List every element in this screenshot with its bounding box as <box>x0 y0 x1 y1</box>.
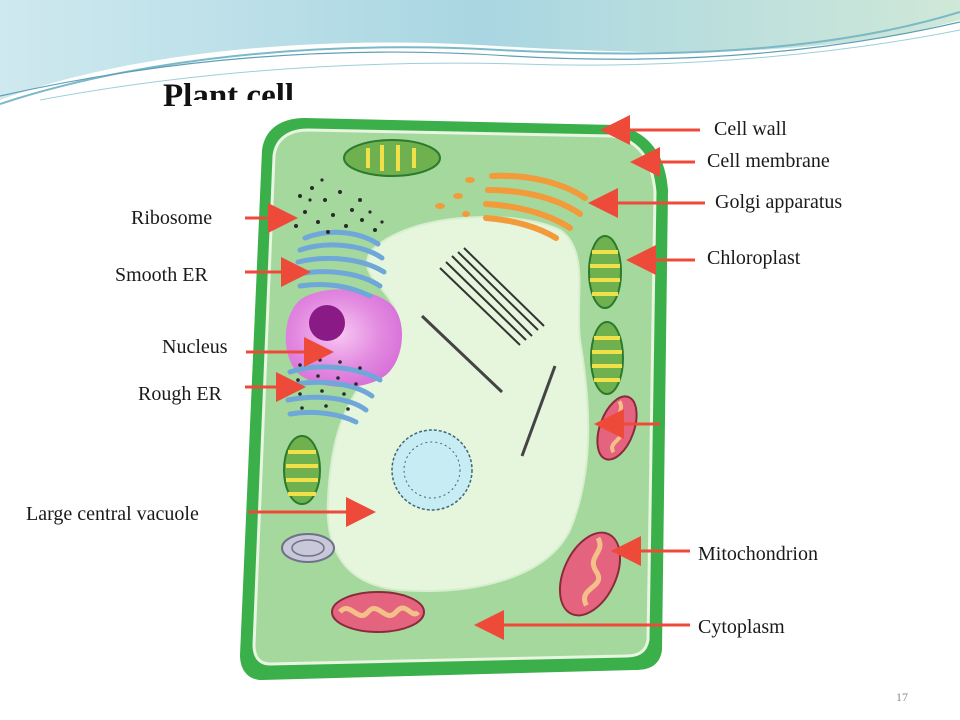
label-mitochondrion: Mitochondrion <box>698 543 818 565</box>
label-large-central-vacuole: Large central vacuole <box>26 503 199 525</box>
chloroplast-left <box>283 435 321 505</box>
mitochondrion-right-2 <box>558 531 622 617</box>
chloroplast-right-2 <box>590 321 624 395</box>
label-chloroplast: Chloroplast <box>707 247 801 269</box>
nucleus <box>285 289 403 388</box>
label-cytoplasm: Cytoplasm <box>698 616 785 638</box>
vesicle-swirl <box>281 533 335 563</box>
crystal-body <box>391 429 473 511</box>
label-golgi-apparatus: Golgi apparatus <box>715 191 843 213</box>
chloroplast-top <box>343 139 441 177</box>
raphide-bundle <box>439 247 545 346</box>
label-nucleus: Nucleus <box>162 336 228 358</box>
mitochondrion-bottom <box>331 591 425 633</box>
chloroplast-right-1 <box>588 235 622 309</box>
golgi-vesicles <box>435 177 475 217</box>
golgi-apparatus <box>483 172 588 241</box>
ribosomes <box>294 178 384 234</box>
header-wave <box>0 0 960 105</box>
label-smooth-er: Smooth ER <box>115 264 208 286</box>
nucleolus <box>309 305 345 341</box>
page-number: 17 <box>896 690 908 704</box>
label-cell-wall: Cell wall <box>714 118 787 140</box>
label-cell-membrane: Cell membrane <box>707 150 830 172</box>
label-ribosome: Ribosome <box>131 207 213 229</box>
label-rough-er: Rough ER <box>138 383 222 405</box>
crystal-rod-1 <box>420 314 504 394</box>
label-arrows <box>245 115 705 640</box>
crystal-rod-2 <box>520 365 557 457</box>
